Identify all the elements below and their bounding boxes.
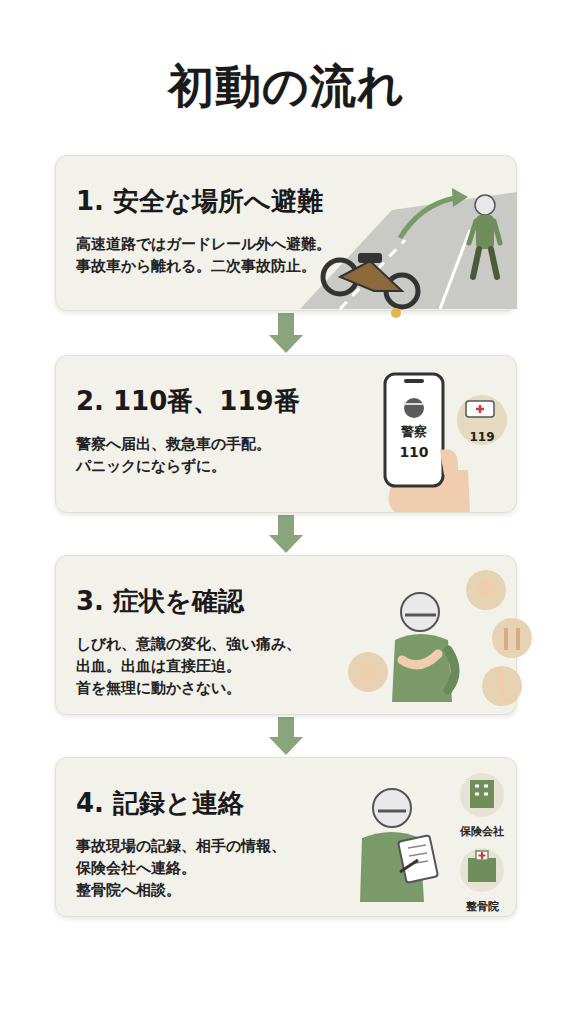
step-card: 1. 安全な場所へ避難高速道路ではガードレール外へ避難。 事故車から離れる。二次… — [55, 155, 517, 311]
step-heading: 3. 症状を確認 — [76, 584, 496, 619]
icon-label: 警察 — [401, 423, 427, 441]
step-body: 警察へ届出、救急車の手配。 パニックにならずに。 — [76, 433, 356, 477]
step-card: 4. 記録と連絡事故現場の記録、相手の情報、 保険会社へ連絡。 整骨院へ相談。 — [55, 757, 517, 917]
symptom-scene — [348, 570, 532, 706]
phone-scene — [385, 374, 507, 512]
flow-arrow — [269, 515, 303, 553]
step-heading: 2. 110番、119番 — [76, 384, 496, 419]
road-scene — [300, 188, 517, 318]
arrow-shaft — [278, 515, 294, 535]
arrow-head — [269, 737, 303, 755]
step-card: 3. 症状を確認しびれ、意識の変化、強い痛み、 出血。出血は直接圧迫。 首を無理… — [55, 555, 517, 715]
arrow-head — [269, 335, 303, 353]
icon-label: 110 — [399, 444, 428, 460]
step-heading: 1. 安全な場所へ避難 — [76, 184, 496, 219]
arrow-shaft — [278, 313, 294, 335]
step-card: 2. 110番、119番警察へ届出、救急車の手配。 パニックにならずに。 — [55, 355, 517, 513]
record-scene — [360, 773, 504, 902]
page-title: 初動の流れ — [0, 56, 572, 118]
arrow-head — [269, 535, 303, 553]
flow-arrow — [269, 717, 303, 755]
step-body: しびれ、意識の変化、強い痛み、 出血。出血は直接圧迫。 首を無理に動かさない。 — [76, 633, 356, 699]
flow-arrow — [269, 313, 303, 353]
icon-label: 保険会社 — [460, 824, 504, 839]
icon-label: 119 — [469, 430, 494, 444]
step-body: 高速道路ではガードレール外へ避難。 事故車から離れる。二次事故防止。 — [76, 233, 356, 277]
step-body: 事故現場の記録、相手の情報、 保険会社へ連絡。 整骨院へ相談。 — [76, 835, 356, 901]
step-heading: 4. 記録と連絡 — [76, 786, 496, 821]
arrow-shaft — [278, 717, 294, 737]
icon-label: 整骨院 — [466, 899, 499, 914]
